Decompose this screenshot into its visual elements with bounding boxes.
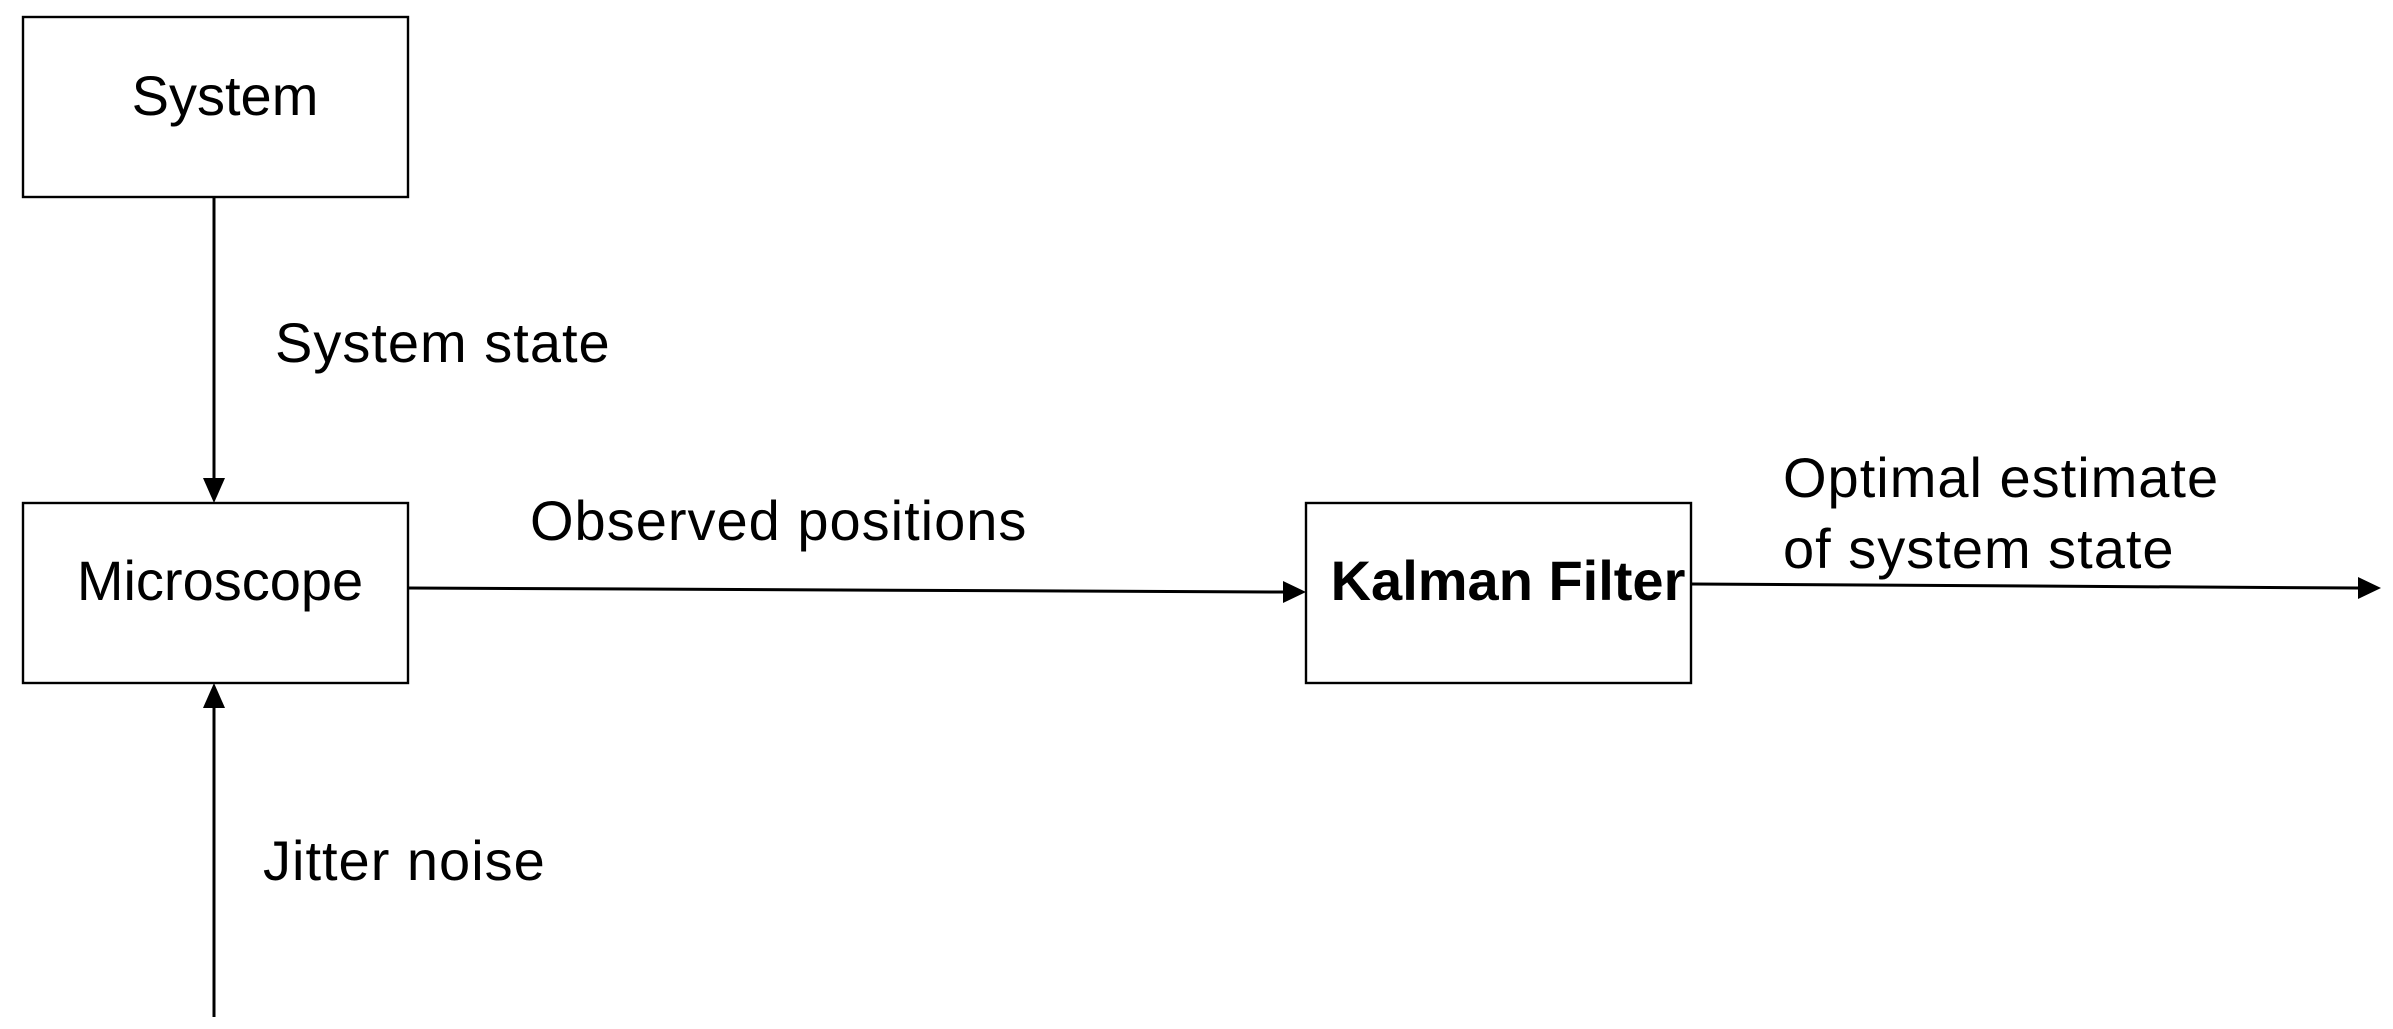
arrowhead-icon — [203, 683, 225, 708]
edge-microscope-to-kalman — [407, 581, 1306, 603]
edge-kalman-to-output-line — [1690, 582, 2359, 590]
node-system: System — [21, 15, 410, 199]
edge-label-optimal-estimate-line2: of system state — [1783, 517, 2175, 580]
edge-kalman-to-output — [1690, 577, 2381, 599]
edge-label-system-state: System state — [275, 311, 611, 374]
node-system-box — [21, 15, 410, 199]
edge-microscope-to-kalman-line — [407, 586, 1284, 594]
edge-label-observed-positions: Observed positions — [530, 489, 1027, 552]
arrowhead-icon — [1283, 581, 1306, 603]
node-kalman-filter: Kalman Filter — [1304, 501, 1693, 685]
node-kalman-filter-label: Kalman Filter — [1331, 549, 1686, 612]
edge-jitter-to-microscope — [203, 683, 225, 1017]
edge-label-optimal-estimate-line1: Optimal estimate — [1783, 446, 2219, 509]
node-kalman-filter-box — [1304, 501, 1693, 685]
edge-system-to-microscope — [203, 197, 225, 503]
arrowhead-icon — [2358, 577, 2381, 599]
node-microscope: Microscope — [21, 501, 410, 685]
node-microscope-label: Microscope — [77, 549, 363, 612]
arrowhead-icon — [203, 478, 225, 503]
edge-label-jitter-noise: Jitter noise — [263, 829, 546, 892]
node-system-label: System — [132, 64, 319, 127]
node-microscope-box — [21, 501, 410, 685]
